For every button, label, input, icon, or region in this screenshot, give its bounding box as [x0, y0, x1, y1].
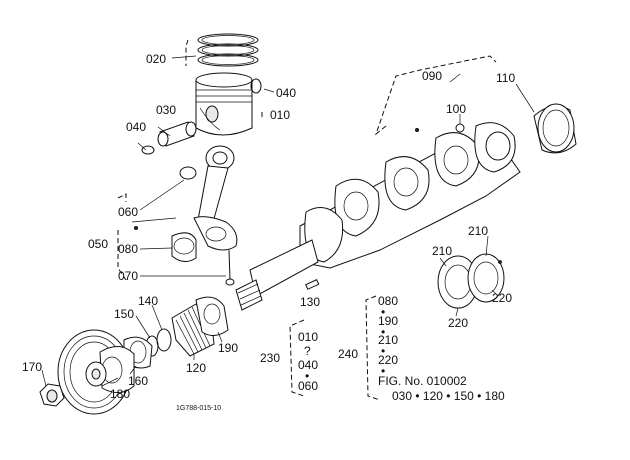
- piston-pin-drawing: [157, 121, 197, 147]
- bullet-dot-050: [133, 225, 138, 230]
- collar-drawing: [195, 296, 229, 336]
- label-210-right: 210: [468, 224, 488, 238]
- thrust-bearing-drawing: [437, 253, 505, 309]
- pulley-drawing: [57, 329, 135, 415]
- oil-seal-drawing: [533, 103, 577, 154]
- label-030: 030: [156, 103, 176, 117]
- label-240: 240: [338, 347, 358, 361]
- label-100: 100: [446, 102, 466, 116]
- piston-drawing: [195, 72, 253, 136]
- label-120: 120: [186, 361, 206, 375]
- leader-lines: [41, 55, 535, 387]
- bullet-dot-crankshaft: [414, 127, 419, 132]
- collar-140: [156, 328, 172, 352]
- label-060: 060: [118, 205, 138, 219]
- label-020: 020: [146, 52, 166, 66]
- group-240-bullet-4: •: [381, 364, 385, 378]
- snap-ring-left: [141, 145, 155, 155]
- label-220-bottom: 220: [448, 316, 468, 330]
- group-240-bullet-1: •: [381, 305, 385, 319]
- label-150: 150: [114, 307, 134, 321]
- label-180: 180: [110, 387, 130, 401]
- label-190: 190: [218, 341, 238, 355]
- label-170: 170: [22, 360, 42, 374]
- group-240-item-2: 190: [378, 314, 398, 328]
- group-230-list: 010 ? 040 • 060: [298, 330, 318, 393]
- fig-parts-list: 030 • 120 • 150 • 180: [392, 389, 505, 403]
- group-240-item-4: 220: [378, 353, 398, 367]
- group-230-from: 010: [298, 330, 318, 344]
- group-240-list: 080 • 190 • 210 • 220 •: [378, 294, 398, 378]
- nut-drawing: [39, 383, 65, 407]
- crankshaft-drawing: [235, 122, 521, 311]
- label-130: 130: [300, 295, 320, 309]
- dowel-pin: [455, 123, 465, 133]
- group-240-item-1: 080: [378, 294, 398, 308]
- group-230-to: 040: [298, 358, 318, 372]
- group-230-bullet: •: [305, 369, 309, 383]
- group-230-sep: ?: [304, 344, 311, 358]
- connecting-rod-drawing: [179, 145, 238, 286]
- label-110: 110: [496, 71, 515, 85]
- piston-rings-drawing: [197, 33, 259, 67]
- group-240-bullet-3: •: [381, 344, 385, 358]
- label-230: 230: [260, 351, 280, 365]
- label-090: 090: [422, 69, 442, 83]
- group-240-item-3: 210: [378, 333, 398, 347]
- key-drawing: [305, 278, 320, 290]
- label-010: 010: [270, 108, 290, 122]
- bearing-drawing: [171, 232, 197, 262]
- label-080: 080: [118, 242, 138, 256]
- label-050: 050: [88, 237, 108, 251]
- label-040-right: 040: [276, 86, 296, 100]
- label-070: 070: [118, 269, 138, 283]
- snap-ring-right: [250, 78, 262, 94]
- label-140: 140: [138, 294, 158, 308]
- drawing-code: 1G788-015-10: [176, 405, 221, 412]
- fig-number: FIG. No. 010002: [378, 374, 467, 388]
- group-brackets: [117, 39, 497, 401]
- label-210-left: 210: [432, 244, 452, 258]
- label-220-right: 220: [492, 291, 512, 305]
- group-230-plus: 060: [298, 379, 318, 393]
- group-240-bullet-2: •: [381, 325, 385, 339]
- label-160: 160: [128, 374, 148, 388]
- label-040-left: 040: [126, 120, 146, 134]
